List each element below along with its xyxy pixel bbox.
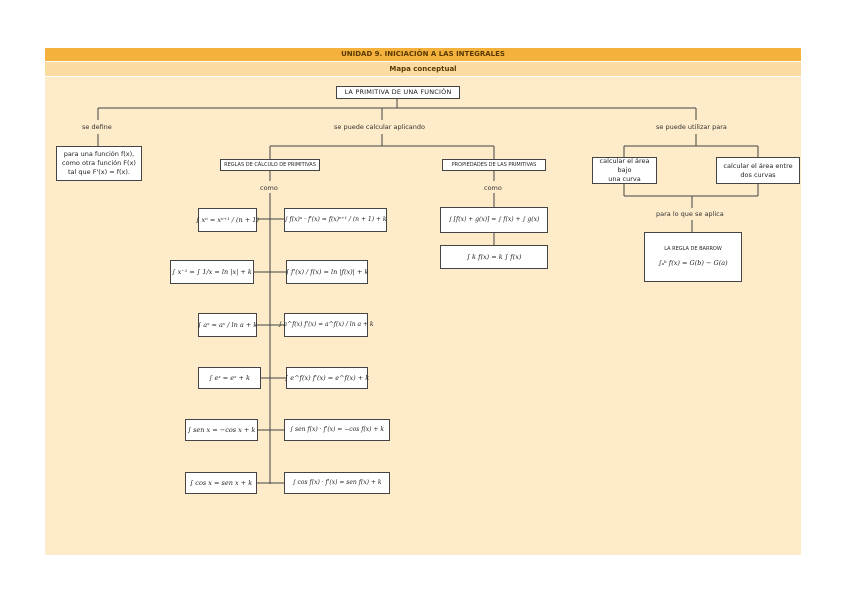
- formula-cosine: ∫ cos x = sen x + k: [185, 472, 257, 494]
- formula-exp-e-composite: ∫ e^f(x) f'(x) = e^f(x) + k: [285, 367, 369, 389]
- formula-reciprocal: ∫ x⁻¹ = ∫ 1/x = ln |x| + k: [170, 260, 254, 284]
- map-subtitle: Mapa conceptual: [389, 65, 457, 73]
- formula-exponential-e: ∫ eˣ = eˣ + k: [198, 367, 261, 389]
- area-between-curves-box: calcular el área entre dos curvas: [716, 157, 800, 184]
- root-concept-box: LA PRIMITIVA DE UNA FUNCIÓN: [336, 86, 460, 99]
- definition-text: para una función f(x), como otra función…: [62, 150, 136, 176]
- label-se-puede-calcular: se puede calcular aplicando: [334, 123, 425, 131]
- label-se-puede-utilizar: se puede utilizar para: [656, 123, 727, 131]
- formula-sum-property: ∫ [f(x) + g(x)] = ∫ f(x) + ∫ g(x): [440, 207, 548, 233]
- formula-power-composite: ∫ f(x)ⁿ · f'(x) = f(x)ⁿ⁺¹ / (n + 1) + k: [284, 208, 387, 232]
- formula-cosine-composite: ∫ cos f(x) · f'(x) = sen f(x) + k: [284, 472, 390, 494]
- barrow-title: LA REGLA DE BARROW: [664, 246, 722, 253]
- subtitle-bar: Mapa conceptual: [45, 62, 801, 76]
- area-under-curve-box: calcular el área bajo una curva: [592, 157, 657, 184]
- root-concept: LA PRIMITIVA DE UNA FUNCIÓN: [344, 88, 452, 97]
- properties-title-box: PROPIEDADES DE LAS PRIMITIVAS: [442, 159, 546, 171]
- label-para-lo-que: para lo que se aplica: [656, 210, 724, 218]
- barrow-rule-box: LA REGLA DE BARROW ∫ₐᵇ f(x) = G(b) − G(a…: [644, 232, 742, 282]
- formula-exp-a-composite: ∫ a^f(x) f'(x) = a^f(x) / ln a + k: [278, 313, 374, 337]
- formula-constant-property: ∫ k f(x) = k ∫ f(x): [440, 245, 548, 269]
- formula-sine: ∫ sen x = −cos x + k: [185, 419, 258, 441]
- properties-como-label: como: [484, 184, 502, 192]
- rules-title: REGLAS DE CÁLCULO DE PRIMITIVAS: [224, 161, 316, 168]
- unit-title-bar: UNIDAD 9. INICIACIÓN A LAS INTEGRALES: [45, 48, 801, 61]
- unit-title: UNIDAD 9. INICIACIÓN A LAS INTEGRALES: [341, 50, 505, 58]
- definition-box: para una función f(x), como otra función…: [56, 146, 142, 181]
- formula-power: ∫ xⁿ = xⁿ⁺¹ / (n + 1): [196, 208, 259, 232]
- formula-exponential-a: ∫ aˣ = aˣ / ln a + k: [198, 313, 257, 337]
- barrow-formula: ∫ₐᵇ f(x) = G(b) − G(a): [658, 258, 728, 267]
- formula-sine-composite: ∫ sen f(x) · f'(x) = −cos f(x) + k: [284, 419, 390, 441]
- formula-log-composite: ∫ f'(x) / f(x) = ln |f(x)| + k: [286, 260, 368, 284]
- concept-map-panel: [45, 77, 801, 555]
- rules-title-box: REGLAS DE CÁLCULO DE PRIMITIVAS: [220, 159, 320, 171]
- label-se-define: se define: [82, 123, 112, 131]
- properties-title: PROPIEDADES DE LAS PRIMITIVAS: [451, 161, 537, 168]
- rules-como-label: como: [260, 184, 278, 192]
